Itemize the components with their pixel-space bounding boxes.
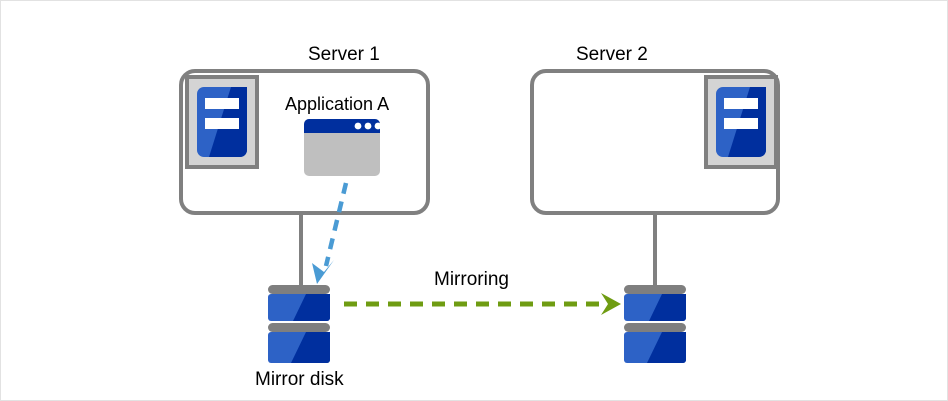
app-window-icon [304, 119, 382, 176]
mirroring-arrow [344, 293, 621, 315]
mirror-disk-label: Mirror disk [255, 369, 344, 390]
window-dot-icon [374, 122, 382, 130]
server-1-disk-icon [268, 285, 330, 363]
window-dot-icon [364, 122, 372, 130]
server-1-label: Server 1 [308, 44, 380, 65]
server-2-icon [704, 75, 778, 169]
write-arrow-server1 [312, 182, 349, 284]
server-2-label: Server 2 [576, 44, 648, 65]
window-dot-icon [354, 122, 362, 130]
application-a-label: Application A [285, 94, 390, 114]
server-2-disk-icon [624, 285, 686, 363]
write-arrow-head [312, 260, 334, 284]
mirroring-label: Mirroring [434, 269, 509, 290]
mirroring-arrow-head [601, 293, 621, 315]
server-1-icon [185, 75, 259, 169]
